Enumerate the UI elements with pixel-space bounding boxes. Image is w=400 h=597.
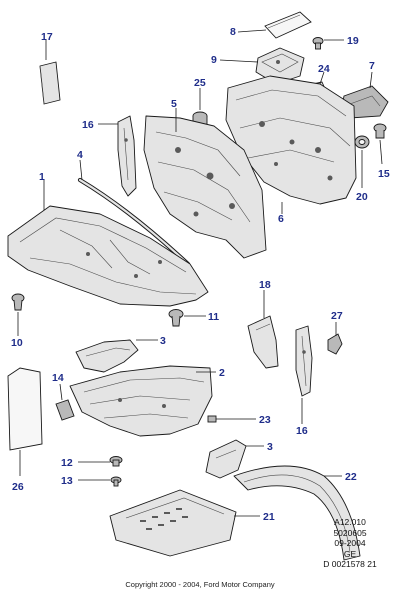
- callout-3-upper: 3: [160, 335, 166, 347]
- callout-22: 22: [345, 471, 357, 483]
- callout-17: 17: [41, 31, 53, 43]
- part-15-clip: [373, 123, 387, 139]
- callout-14: 14: [52, 372, 64, 384]
- part-4-seal-strip: [77, 177, 191, 267]
- reference-block: A12.010 5020605 09-2004 GE D 0021578 21: [310, 517, 390, 570]
- part-3-air-duct-lower: [205, 439, 247, 479]
- callout-16-upper: 16: [82, 119, 94, 131]
- callout-5: 5: [171, 98, 177, 110]
- callout-26: 26: [12, 481, 24, 493]
- part-8-insulator: [264, 11, 312, 39]
- callout-25: 25: [194, 77, 206, 89]
- part-11-fastener: [168, 309, 184, 327]
- callout-11: 11: [208, 311, 219, 323]
- part-14-clip: [55, 399, 75, 421]
- copyright-notice: Copyright 2000 - 2004, Ford Motor Compan…: [125, 580, 275, 589]
- part-13-bolt: [110, 476, 122, 487]
- part-5-dash-insulator: [143, 115, 267, 259]
- part-3-air-duct-upper: [75, 339, 139, 373]
- part-21-floor-shield: [109, 489, 237, 557]
- callout-7: 7: [369, 60, 375, 72]
- callout-4: 4: [77, 149, 83, 161]
- part-22-wheel-arch-liner: [233, 465, 361, 561]
- part-6-dash-panel: [225, 75, 357, 205]
- reference-code: A12.010: [334, 517, 366, 527]
- reference-number: 5020605: [333, 527, 367, 538]
- reference-document-id: D 0021578 21: [323, 559, 377, 569]
- callout-10: 10: [11, 337, 23, 349]
- callout-16-lower: 16: [296, 425, 308, 437]
- part-1-hood-insulator: [7, 205, 209, 307]
- callout-8: 8: [230, 26, 236, 38]
- reference-date: 09-2004: [334, 538, 366, 548]
- callout-6: 6: [278, 213, 284, 225]
- callout-2: 2: [219, 367, 225, 379]
- callout-3-lower: 3: [267, 441, 273, 453]
- part-2-undershield: [69, 365, 213, 437]
- callout-12: 12: [61, 457, 73, 469]
- part-19-clip: [312, 37, 324, 50]
- callout-9: 9: [211, 54, 217, 66]
- callout-20: 20: [356, 191, 368, 203]
- callout-13: 13: [61, 475, 73, 487]
- callout-18: 18: [259, 279, 271, 291]
- callout-24: 24: [318, 63, 330, 75]
- part-9-bracket: [255, 47, 305, 85]
- callout-23: 23: [259, 414, 271, 426]
- reference-region: GE: [343, 548, 357, 559]
- part-27-clip: [327, 333, 343, 355]
- part-12-nut: [109, 456, 123, 467]
- part-18-bracket: [247, 315, 279, 369]
- callout-1: 1: [39, 171, 45, 183]
- part-10-fastener: [11, 293, 25, 311]
- part-23-bolt: [207, 415, 240, 423]
- callout-27: 27: [331, 310, 343, 322]
- part-26-side-panel: [7, 367, 43, 451]
- callout-15: 15: [378, 168, 390, 180]
- part-16-side-bracket-upper: [117, 115, 137, 197]
- callout-19: 19: [347, 35, 359, 47]
- part-16-side-bracket-lower: [295, 325, 313, 397]
- callout-21: 21: [263, 511, 275, 523]
- part-17-foam-pad: [39, 61, 61, 105]
- part-20-grommet: [354, 135, 370, 149]
